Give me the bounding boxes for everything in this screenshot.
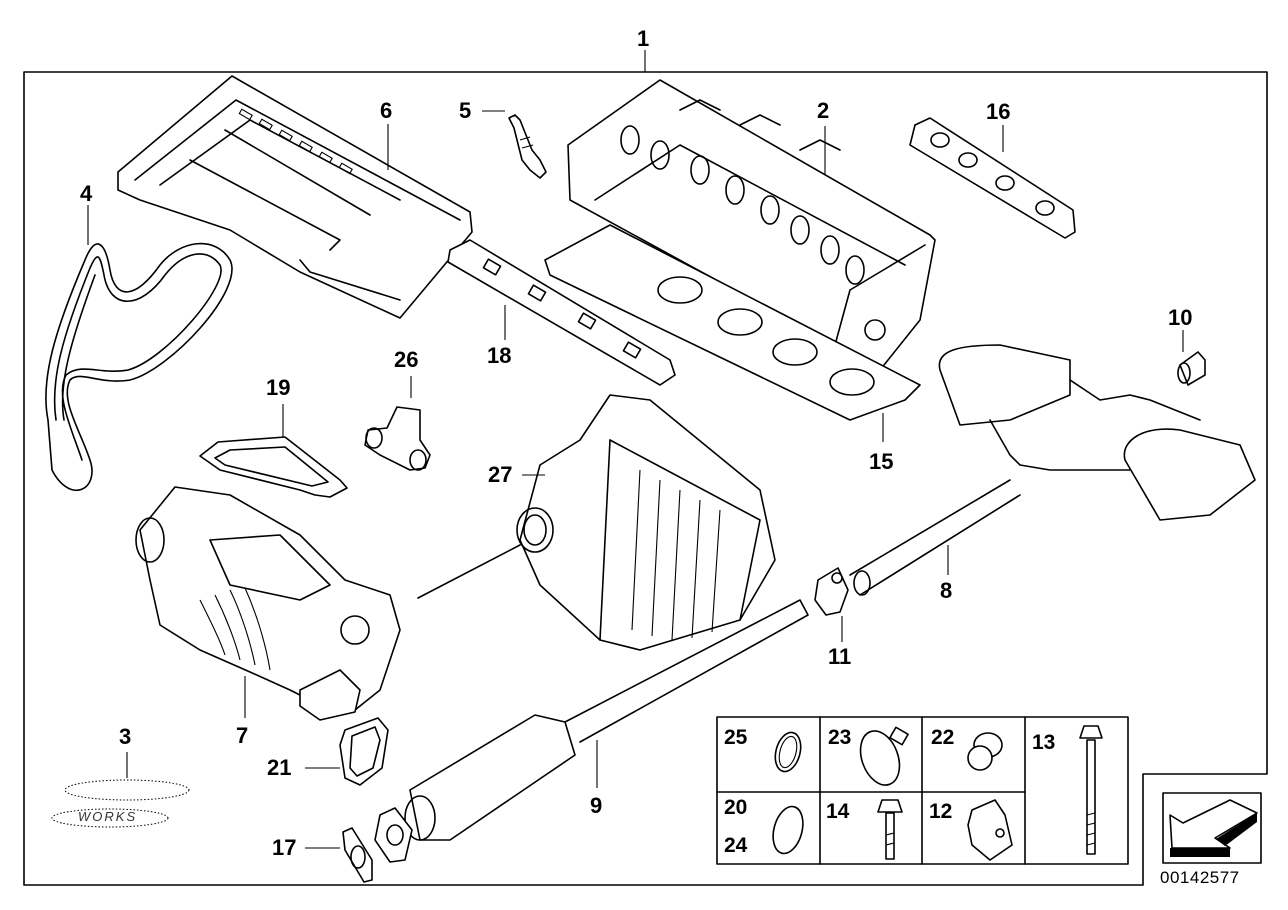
ribbed-belt-drawing: [45, 242, 233, 491]
callout-3[interactable]: 3: [119, 724, 132, 749]
o-ring-large-icon: [772, 805, 804, 855]
supercharger-drawing: [135, 486, 401, 721]
throttle-gasket-drawing: [339, 717, 389, 786]
kit-label-22[interactable]: 22: [931, 726, 955, 749]
hex-bolt-icon: [877, 799, 903, 860]
kit-label-24[interactable]: 24: [724, 834, 748, 857]
kit-label-23[interactable]: 23: [828, 726, 852, 749]
supercharger-gasket-drawing: [199, 436, 348, 498]
callout-9[interactable]: 9: [590, 793, 603, 818]
callout-4[interactable]: 4: [80, 181, 93, 206]
kit-label-12[interactable]: 12: [929, 800, 953, 823]
air-filter-housing-drawing: [417, 394, 776, 651]
exhaust-manifold-gasket-drawing: [909, 117, 1076, 239]
flange-gasket-drawing: [342, 827, 373, 883]
injector-drawing: [364, 406, 431, 471]
frame-border: [23, 71, 1268, 886]
small-parts-kit-grid: [716, 716, 1129, 865]
o-ring-small-icon: [774, 731, 802, 773]
callout-5[interactable]: 5: [459, 98, 472, 123]
diagram-id: 00142577: [1160, 868, 1240, 887]
intake-gasket-drawing: [447, 239, 676, 386]
clamp-strap-icon: [967, 799, 1013, 861]
callout-15[interactable]: 15: [869, 449, 894, 474]
callout-16[interactable]: 16: [986, 99, 1011, 124]
callout-1[interactable]: 1: [637, 26, 650, 51]
kit-label-14[interactable]: 14: [826, 800, 850, 823]
spark-plug-drawing: [508, 114, 547, 179]
screw-plug-icon: [967, 732, 1003, 771]
kit-label-13[interactable]: 13: [1032, 731, 1056, 754]
callout-21[interactable]: 21: [267, 755, 292, 780]
callout-6[interactable]: 6: [380, 98, 393, 123]
callout-2[interactable]: 2: [817, 98, 830, 123]
callout-8[interactable]: 8: [940, 578, 953, 603]
callout-26[interactable]: 26: [394, 347, 419, 372]
pipe-clamp-drawing: [814, 567, 849, 616]
callout-19[interactable]: 19: [266, 375, 291, 400]
callout-10[interactable]: 10: [1168, 305, 1193, 330]
callout-18[interactable]: 18: [487, 343, 512, 368]
hose-clamp-icon: [859, 726, 909, 786]
tailpipe-sleeve-drawing: [1177, 351, 1206, 386]
works-emblem-drawing: [51, 752, 190, 828]
long-bolt-icon: [1079, 725, 1103, 855]
callout-7[interactable]: 7: [236, 723, 249, 748]
rear-silencer-drawing: [849, 344, 1256, 596]
callout-11[interactable]: 11: [828, 644, 852, 669]
cylinder-head-drawing: [567, 79, 936, 376]
works-emblem-text: WORKS: [78, 809, 138, 824]
direction-arrow-box: [1162, 792, 1262, 864]
front-silencer-drawing: [374, 599, 809, 863]
kit-label-25[interactable]: 25: [724, 726, 748, 749]
head-gasket-drawing: [544, 224, 921, 421]
callout-17[interactable]: 17: [272, 835, 297, 860]
callout-27[interactable]: 27: [488, 462, 513, 487]
engine-cover-drawing: [117, 75, 473, 319]
kit-label-20[interactable]: 20: [724, 796, 748, 819]
